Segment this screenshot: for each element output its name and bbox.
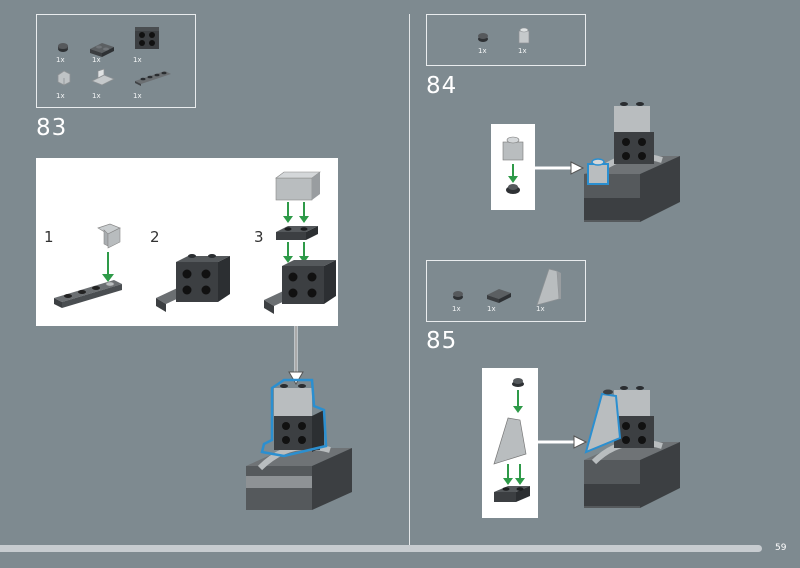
- round-plate-icon: [58, 43, 68, 52]
- round-plate-icon: [453, 291, 463, 300]
- substep-1-illustration: [54, 223, 122, 308]
- parts-icons-84: [478, 27, 530, 44]
- progress-bar: [0, 545, 762, 552]
- part-qty: 1x: [92, 92, 101, 100]
- part-qty: 1x: [478, 47, 487, 55]
- brick-1x1-icon: [518, 27, 530, 44]
- substep-3-illustration: [264, 171, 336, 314]
- substep-number: 3: [254, 228, 264, 246]
- plate-1x4-icon: [135, 71, 171, 86]
- part-qty: 1x: [56, 92, 65, 100]
- part-qty: 1x: [133, 92, 142, 100]
- plate-1x2-icon: [90, 43, 114, 57]
- step-number-83: 83: [36, 115, 68, 141]
- part-qty: 1x: [536, 305, 545, 313]
- part-qty: 1x: [56, 56, 65, 64]
- part-qty: 1x: [92, 56, 101, 64]
- subassembly-box: 1 2 3: [36, 158, 338, 326]
- model-step-83: [246, 378, 352, 510]
- callout-arrow: [538, 435, 588, 449]
- substep-2-illustration: [156, 254, 230, 312]
- substep-number: 1: [44, 228, 54, 246]
- parts-icons-85: [453, 268, 561, 306]
- page-number: 59: [775, 543, 787, 553]
- model-step-84: [584, 102, 680, 222]
- part-qty: 1x: [452, 305, 461, 313]
- slope-icon: [536, 268, 561, 306]
- part-qty: 1x: [133, 56, 142, 64]
- callout-arrow: [288, 326, 304, 385]
- callout-arrow: [535, 161, 585, 175]
- callout-box-84: [491, 124, 535, 210]
- model-step-85: [584, 386, 680, 508]
- part-qty: 1x: [518, 47, 527, 55]
- callout-drawing-84: [502, 136, 524, 194]
- parts-list-step-83: 1x 1x 1x 1x 1x 1x: [36, 14, 196, 108]
- parts-icons-83: [57, 27, 171, 86]
- step-number-84: 84: [426, 73, 458, 99]
- round-plate-icon: [478, 33, 488, 42]
- callout-box-85: [482, 368, 538, 518]
- page-divider: [409, 14, 410, 546]
- substep-number: 2: [150, 228, 160, 246]
- parts-list-step-85: 1x 1x 1x: [426, 260, 586, 322]
- step-number-85: 85: [426, 328, 458, 354]
- callout-drawing-85: [493, 378, 530, 502]
- plate-1x2-icon: [487, 289, 511, 303]
- bracket-icon: [91, 68, 115, 86]
- part-qty: 1x: [487, 305, 496, 313]
- parts-list-step-84: 1x 1x: [426, 14, 586, 66]
- brick-2x2-icon: [135, 27, 159, 49]
- subassembly-drawing: [54, 171, 336, 314]
- slope-icon: [57, 70, 71, 86]
